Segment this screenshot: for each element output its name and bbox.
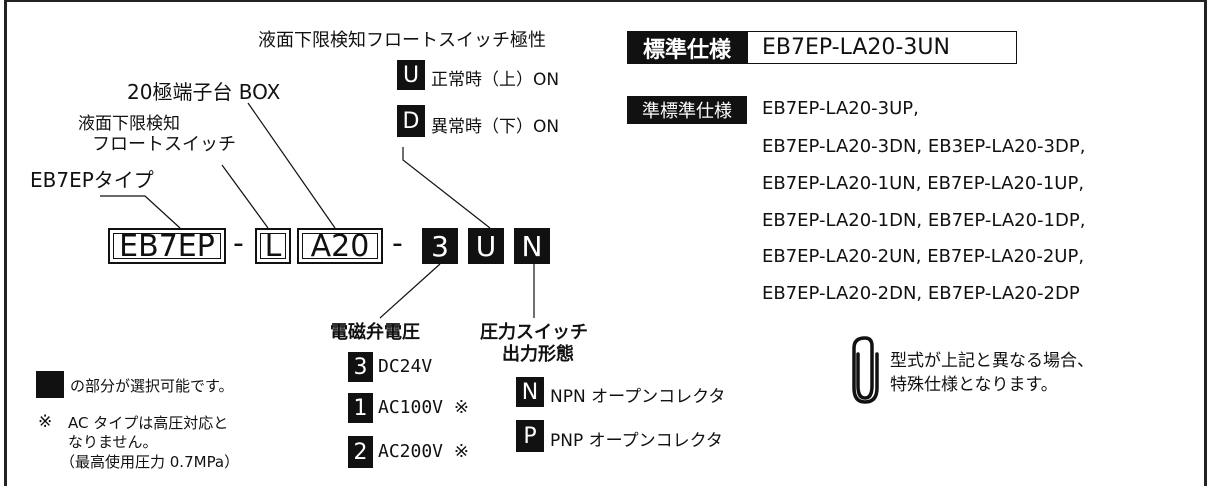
special-note-line1: 型式が上記と異なる場合、 — [890, 351, 1094, 371]
leader-polarity — [402, 147, 491, 229]
output-title-line1: 圧力スイッチ — [480, 322, 588, 343]
voltage-code-2: 2 — [348, 436, 373, 468]
ac-note-line2: なりません。 — [68, 433, 158, 451]
type-label: EB7EPタイプ — [30, 168, 154, 192]
leader-voltage — [379, 263, 441, 319]
terminal-box-label: 20極端子台 BOX — [127, 80, 281, 104]
ac-note-line3: （最高使用圧力 0.7MPa） — [60, 453, 240, 471]
selectable-note: の部分が選択可能です。 — [70, 377, 234, 395]
model-part-voltage: 3 — [422, 228, 458, 264]
model-separator-2: - — [392, 226, 403, 261]
quasi-standard-line: EB7EP-LA20-2UN, EB7EP-LA20-2UP, — [762, 246, 1085, 267]
model-part-polarity: U — [468, 228, 504, 264]
special-note-line2: 特殊仕様となります。 — [890, 375, 1058, 395]
model-part-float: L — [255, 228, 291, 264]
polarity-code-d: D — [397, 105, 425, 137]
ac-note-line1: AC タイプは高圧対応と — [68, 414, 229, 432]
float-polarity-title: 液面下限検知フロートスイッチ極性 — [258, 30, 546, 51]
polarity-desc-d: 異常時（下）ON — [431, 117, 560, 137]
float-switch-label-line1: 液面下限検知 — [78, 114, 180, 134]
voltage-label-ac200: AC200V ※ — [378, 441, 469, 462]
polarity-code-u: U — [397, 60, 425, 90]
quasi-standard-line: EB7EP-LA20-2DN, EB7EP-LA20-2DP — [762, 283, 1080, 304]
quasi-standard-line: EB7EP-LA20-3UP, — [762, 98, 919, 119]
voltage-label-ac100: AC100V ※ — [378, 397, 469, 418]
diagram-frame — [4, 0, 1207, 486]
quasi-standard-line: EB7EP-LA20-1DN, EB7EP-LA20-1DP, — [762, 210, 1086, 231]
model-part-series-text: EB7EP — [119, 228, 215, 264]
model-part-float-text: L — [264, 228, 282, 264]
model-part-terminal: A20 — [297, 228, 383, 264]
voltage-title: 電磁弁電圧 — [330, 322, 420, 343]
voltage-code-1: 1 — [348, 393, 373, 423]
quasi-standard-line: EB7EP-LA20-3DN, EB3EP-LA20-3DP, — [762, 136, 1086, 157]
quasi-standard-label: 準標準仕様 — [627, 96, 747, 124]
output-code-p: P — [516, 420, 544, 452]
voltage-code-3: 3 — [348, 352, 373, 382]
model-part-series: EB7EP — [108, 228, 226, 264]
model-part-output: N — [514, 228, 550, 264]
standard-spec-label: 標準仕様 — [627, 31, 747, 64]
voltage-label-dc24: DC24V — [378, 356, 433, 377]
leader-float-switch — [221, 164, 269, 229]
polarity-desc-u: 正常時（上）ON — [431, 70, 560, 90]
paperclip-icon — [852, 336, 879, 404]
output-label-pnp: PNP オープンコレクタ — [550, 431, 723, 451]
model-part-terminal-text: A20 — [310, 228, 370, 264]
output-code-n: N — [516, 377, 544, 407]
output-title-line2: 出力形態 — [502, 344, 574, 365]
output-label-npn: NPN オープンコレクタ — [550, 387, 726, 407]
standard-spec-value: EB7EP-LA20-3UN — [747, 31, 1017, 64]
leader-terminal-box — [247, 102, 336, 229]
ac-note-mark: ※ — [38, 412, 53, 432]
quasi-standard-line: EB7EP-LA20-1UN, EB7EP-LA20-1UP, — [762, 173, 1085, 194]
leader-type — [100, 195, 181, 229]
selectable-swatch — [36, 371, 64, 398]
float-switch-label-line2: フロートスイッチ — [92, 134, 236, 155]
model-separator-1: - — [233, 226, 244, 261]
